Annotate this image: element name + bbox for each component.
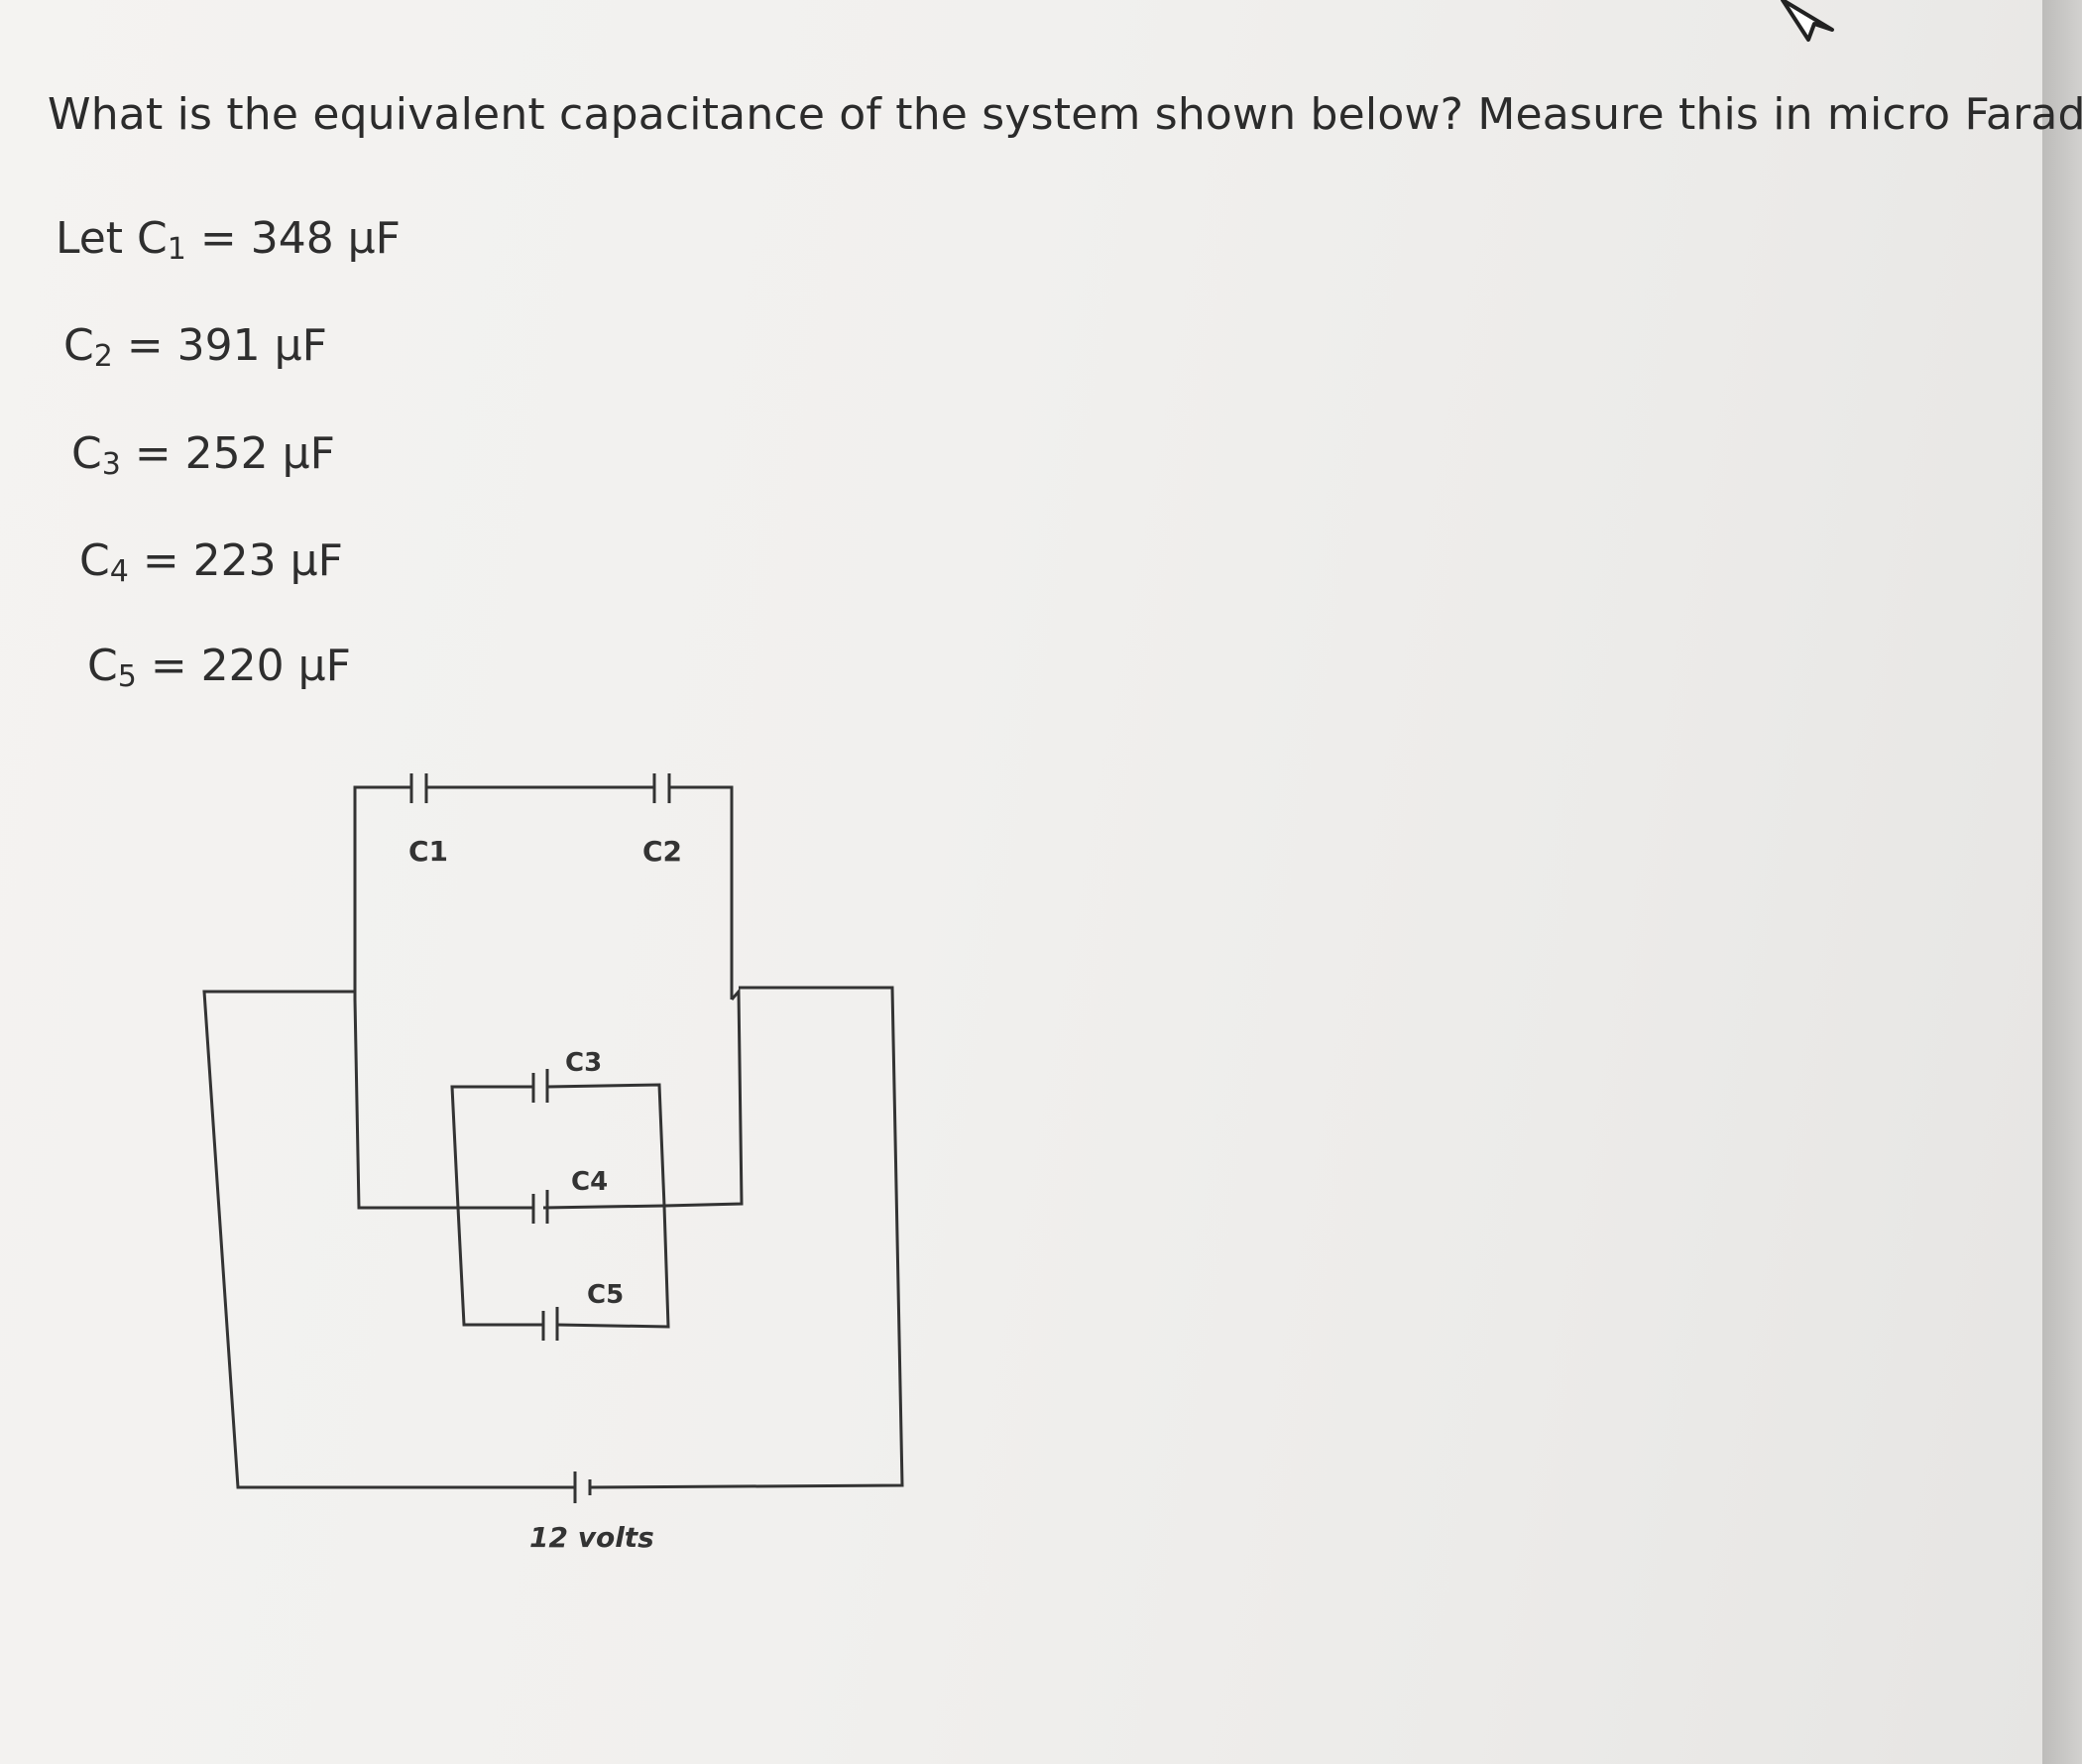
capacitor-plates — [409, 773, 671, 1503]
label-c2: C2 — [642, 835, 682, 868]
capacitor-value-c5: C5 = 220 µF — [87, 641, 351, 694]
circuit-wires — [202, 785, 904, 1489]
capacitor-value-c1: Let C1 = 348 µF — [56, 213, 401, 267]
capacitor-value-c4: C4 = 223 µF — [79, 535, 343, 589]
circuit-diagram: C1 C2 C3 C4 C5 12 volts — [202, 773, 904, 1554]
capacitor-value-c3: C3 = 252 µF — [71, 428, 335, 482]
capacitor-c3 — [531, 1069, 549, 1103]
label-c1: C1 — [408, 835, 448, 868]
mouse-pointer-icon — [1781, 0, 1834, 42]
label-c5: C5 — [587, 1280, 624, 1310]
capacitor-c1 — [409, 773, 428, 803]
capacitor-c5 — [541, 1307, 559, 1341]
capacitor-c2 — [652, 773, 671, 803]
question-text: What is the equivalent capacitance of th… — [48, 89, 2082, 140]
label-c3: C3 — [565, 1048, 602, 1078]
monitor-bezel — [2042, 0, 2082, 1764]
label-c4: C4 — [571, 1167, 608, 1197]
capacitor-c4 — [531, 1190, 549, 1224]
battery-symbol — [573, 1471, 592, 1503]
capacitor-value-c2: C2 = 391 µF — [63, 320, 327, 374]
battery-label: 12 volts — [529, 1521, 654, 1554]
